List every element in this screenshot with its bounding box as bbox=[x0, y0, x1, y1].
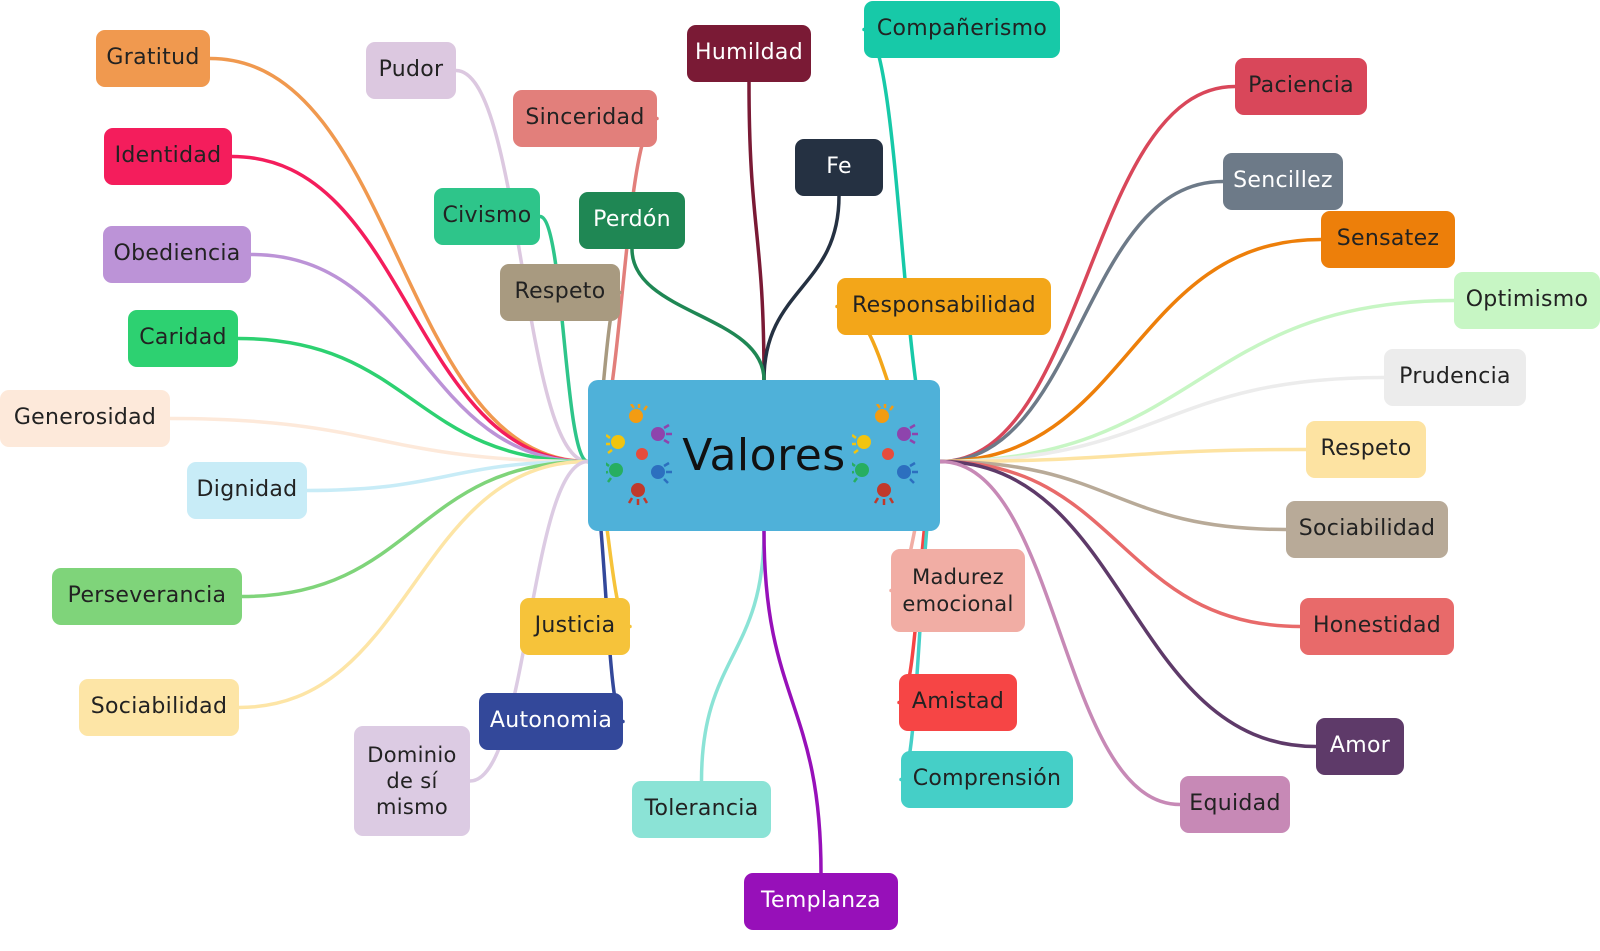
node-paciencia[interactable]: Paciencia bbox=[1235, 58, 1367, 115]
node-identidad[interactable]: Identidad bbox=[104, 128, 232, 185]
connector-perdon bbox=[630, 247, 766, 382]
connector-civismo bbox=[538, 214, 590, 464]
connector-caridad bbox=[236, 336, 590, 464]
node-sociabilidad[interactable]: Sociabilidad bbox=[79, 679, 239, 736]
node-equidad[interactable]: Equidad bbox=[1180, 776, 1290, 833]
node-sensatez[interactable]: Sensatez bbox=[1321, 211, 1455, 268]
hands-decoration-icon bbox=[606, 404, 672, 505]
node-caridad[interactable]: Caridad bbox=[128, 310, 238, 367]
node-madurez-emocional[interactable]: Madurez emocional bbox=[891, 549, 1025, 632]
node-amistad[interactable]: Amistad bbox=[899, 674, 1017, 731]
node-generosidad[interactable]: Generosidad bbox=[0, 390, 170, 447]
connector-identidad bbox=[230, 154, 590, 464]
hands-decoration-icon bbox=[852, 404, 918, 505]
connector-dignidad bbox=[305, 459, 590, 493]
node-comprension[interactable]: Comprensión bbox=[901, 751, 1073, 808]
node-templanza[interactable]: Templanza bbox=[744, 873, 898, 930]
connector-sencillez bbox=[938, 179, 1225, 464]
node-tolerancia[interactable]: Tolerancia bbox=[632, 781, 771, 838]
node-perseverancia[interactable]: Perseverancia bbox=[52, 568, 242, 625]
central-topic-label: Valores bbox=[682, 430, 846, 481]
connector-amor bbox=[938, 459, 1318, 749]
node-obediencia[interactable]: Obediencia bbox=[103, 226, 251, 283]
node-sinceridad[interactable]: Sinceridad bbox=[513, 90, 657, 147]
node-autonomia[interactable]: Autonomia bbox=[479, 693, 623, 750]
connector-sociabilidad-left bbox=[237, 459, 590, 710]
connector-perseverancia bbox=[240, 459, 590, 599]
node-dignidad[interactable]: Dignidad bbox=[187, 462, 307, 519]
node-fe[interactable]: Fe bbox=[795, 139, 883, 196]
node-respeto[interactable]: Respeto bbox=[500, 264, 620, 321]
node-responsabilidad[interactable]: Responsabilidad bbox=[837, 278, 1051, 335]
connector-prudencia bbox=[938, 375, 1386, 464]
node-honestidad[interactable]: Honestidad bbox=[1300, 598, 1454, 655]
node-sociabilidad[interactable]: Sociabilidad bbox=[1286, 501, 1448, 558]
node-amor[interactable]: Amor bbox=[1316, 718, 1404, 775]
central-topic-valores[interactable]: Valores bbox=[588, 380, 940, 531]
node-pudor[interactable]: Pudor bbox=[366, 42, 456, 99]
connector-respeto-right bbox=[938, 447, 1308, 464]
node-companerismo[interactable]: Compañerismo bbox=[864, 1, 1060, 58]
connector-sociabilidad-right bbox=[938, 459, 1288, 532]
connector-equidad bbox=[938, 459, 1182, 807]
node-respeto[interactable]: Respeto bbox=[1306, 421, 1426, 478]
connector-obediencia bbox=[249, 252, 590, 464]
node-sencillez[interactable]: Sencillez bbox=[1223, 153, 1343, 210]
connector-paciencia bbox=[938, 84, 1237, 464]
node-prudencia[interactable]: Prudencia bbox=[1384, 349, 1526, 406]
connector-sensatez bbox=[938, 237, 1323, 464]
node-gratitud[interactable]: Gratitud bbox=[96, 30, 210, 87]
node-justicia[interactable]: Justicia bbox=[520, 598, 630, 655]
connector-tolerancia bbox=[699, 529, 766, 783]
connector-fe bbox=[762, 194, 841, 382]
connector-honestidad bbox=[938, 459, 1302, 629]
node-dominio-de-si-mismo[interactable]: Dominio de sí mismo bbox=[354, 726, 470, 836]
node-perdon[interactable]: Perdón bbox=[579, 192, 685, 249]
node-humildad[interactable]: Humildad bbox=[687, 25, 811, 82]
connector-gratitud bbox=[208, 56, 590, 464]
connector-humildad bbox=[747, 80, 766, 382]
connector-generosidad bbox=[168, 416, 590, 464]
connector-templanza bbox=[762, 529, 823, 875]
connector-optimismo bbox=[938, 298, 1456, 464]
node-optimismo[interactable]: Optimismo bbox=[1454, 272, 1600, 329]
node-civismo[interactable]: Civismo bbox=[434, 188, 540, 245]
